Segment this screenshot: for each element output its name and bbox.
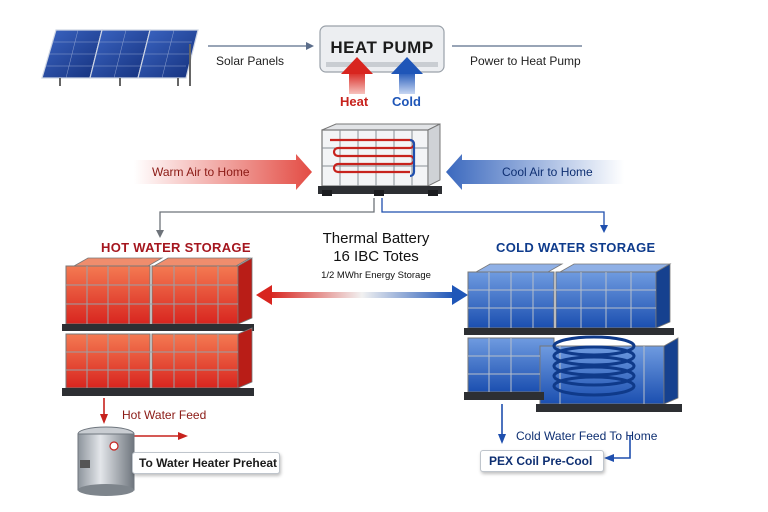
cold-arrow-icon bbox=[391, 57, 423, 94]
solar-panels-icon bbox=[41, 29, 199, 86]
preheat-label-box: To Water Heater Preheat bbox=[132, 452, 280, 474]
pex-return-line bbox=[612, 436, 631, 459]
warm-air-arrow bbox=[134, 154, 312, 190]
cold-water-totes bbox=[464, 263, 682, 412]
pex-label: PEX Coil Pre-Cool bbox=[489, 454, 593, 468]
hot-storage-title: HOT WATER STORAGE bbox=[101, 240, 251, 255]
hot-feed-arrowhead bbox=[100, 414, 108, 424]
hot-supply-line bbox=[159, 198, 375, 232]
water-heater-icon bbox=[77, 426, 135, 496]
thermal-exchange-arrow bbox=[256, 285, 468, 305]
power-label: Power to Heat Pump bbox=[470, 54, 581, 68]
cold-storage-title: COLD WATER STORAGE bbox=[496, 240, 656, 255]
solar-arrowhead bbox=[306, 42, 314, 50]
preheat-arrowhead bbox=[178, 432, 188, 440]
cool-air-label: Cool Air to Home bbox=[502, 165, 593, 179]
warm-air-label: Warm Air to Home bbox=[152, 165, 250, 179]
air-handler-unit bbox=[318, 123, 442, 196]
battery-line1: Thermal Battery bbox=[322, 230, 430, 247]
cold-supply-arrowhead bbox=[600, 225, 608, 233]
cold-feed-arrowhead bbox=[498, 434, 506, 444]
preheat-label: To Water Heater Preheat bbox=[139, 456, 278, 470]
cool-air-arrow bbox=[446, 154, 624, 190]
pex-label-box: PEX Coil Pre-Cool bbox=[480, 450, 604, 472]
battery-line2: 16 IBC Totes bbox=[333, 248, 419, 265]
solar-label: Solar Panels bbox=[216, 54, 285, 68]
heat-arrow-icon bbox=[341, 57, 373, 94]
cold-feed-label: Cold Water Feed To Home bbox=[516, 429, 658, 443]
cold-label: Cold bbox=[392, 94, 421, 109]
heat-pump-unit bbox=[319, 25, 445, 73]
pex-return-arrowhead bbox=[604, 454, 614, 462]
heat-pump-title: HEAT PUMP bbox=[330, 38, 434, 57]
cold-supply-line bbox=[381, 198, 605, 226]
hot-water-totes bbox=[62, 257, 254, 396]
hot-supply-arrowhead bbox=[156, 230, 164, 238]
pex-coil-icon bbox=[552, 335, 636, 397]
hot-feed-label: Hot Water Feed bbox=[122, 408, 207, 422]
battery-line3: 1/2 MWhr Energy Storage bbox=[321, 270, 431, 281]
heat-label: Heat bbox=[340, 94, 369, 109]
